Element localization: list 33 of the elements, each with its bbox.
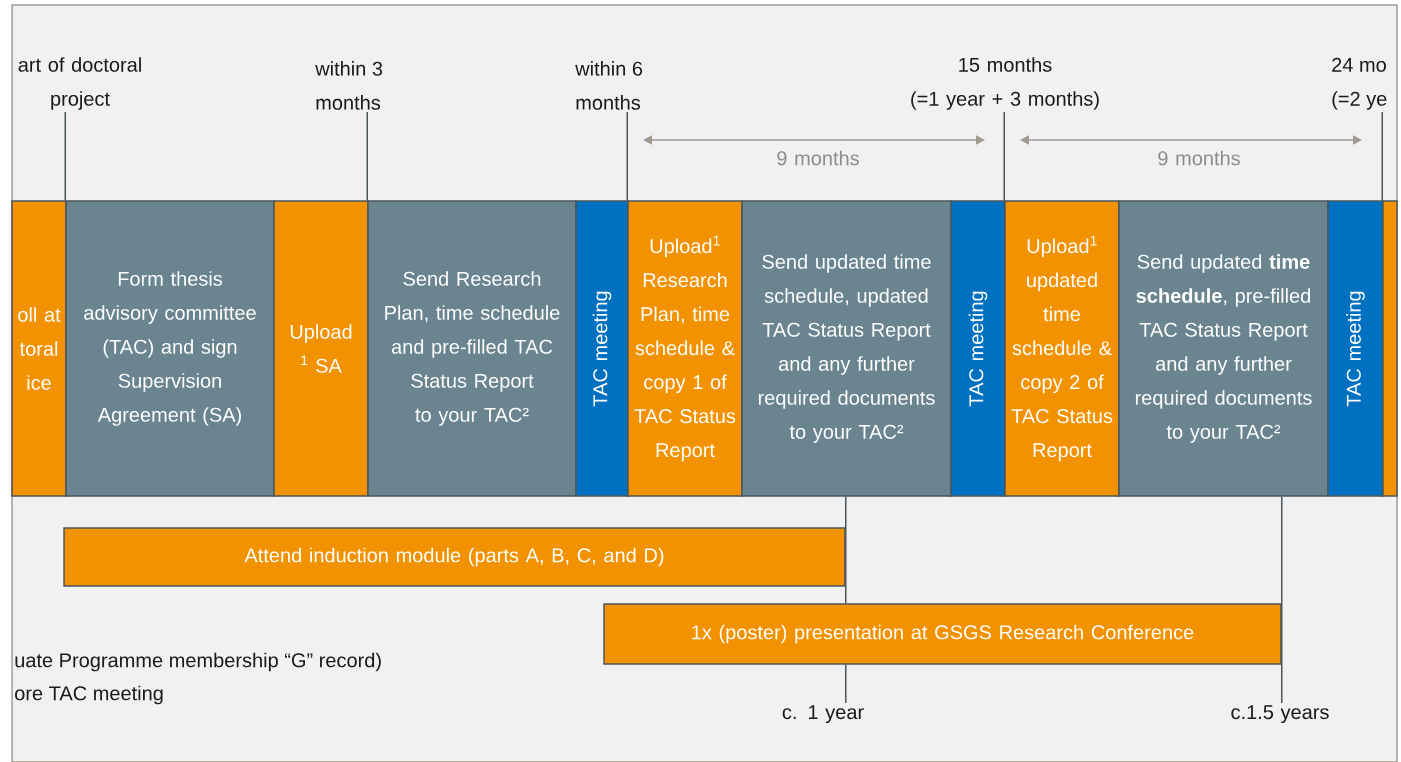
meeting-box: TAC meeting (1327, 200, 1384, 497)
milestone-label: within 3 months (315, 61, 383, 110)
task-box: Upload$^{1}$ Research Plan, time schedule & copy 1 of TAC Status Report (627, 200, 743, 497)
task-box: Upload$^{1}$ updated time schedule & copy 2 of TAC Status Report (1004, 200, 1120, 497)
task-box: oll at toral ice (11, 200, 67, 497)
meeting-box: TAC meeting (950, 200, 1006, 497)
milestone-tick (366, 111, 368, 201)
task-box: Send updated time schedule, pre-filled TAC Status Report and any further required documents to your TAC² (1118, 200, 1329, 497)
meeting-box: TAC meeting (575, 200, 629, 497)
task-box: Form thesis advisory committee (TAC) and sign Supervision Agreement (SA) (65, 200, 275, 497)
task-box: Send Research Plan, time schedule and pre-filled TAC Status Report to your TAC² (367, 200, 577, 497)
milestone-label: 15 months (=1 year + 3 months) (911, 57, 1099, 110)
task-box (1382, 200, 1398, 497)
milestone-tick (845, 664, 847, 704)
milestone-label: 24 mo (=2 ye (1332, 57, 1387, 110)
milestone-tick (626, 111, 628, 201)
note-text: ore TAC meeting (15, 685, 163, 705)
milestone-tick (1381, 111, 1383, 201)
note-text: uate Programme membership “G” record) (15, 652, 381, 672)
milestone-label: art of doctoral project (18, 57, 141, 110)
milestone-tick (845, 496, 847, 604)
task-box: Upload $^{1}$ SA (273, 200, 369, 497)
duration-label: 9 months (777, 150, 859, 166)
milestone-tick (1281, 496, 1283, 704)
task-box: 1x (poster) presentation at GSGS Research Conference (603, 603, 1282, 665)
milestone-tick (64, 111, 66, 201)
milestone-label: c.1.5 years (1231, 705, 1329, 724)
milestone-tick (1003, 111, 1005, 201)
milestone-label: within 6 months (575, 61, 643, 110)
milestone-label: c. 1 year (782, 705, 864, 724)
task-box: Send updated time schedule, updated TAC Status Report and any further required documents to your TAC² (741, 200, 952, 497)
task-box: Attend induction module (parts A, B, C, and D) (63, 527, 846, 587)
duration-label: 9 months (1158, 150, 1240, 166)
